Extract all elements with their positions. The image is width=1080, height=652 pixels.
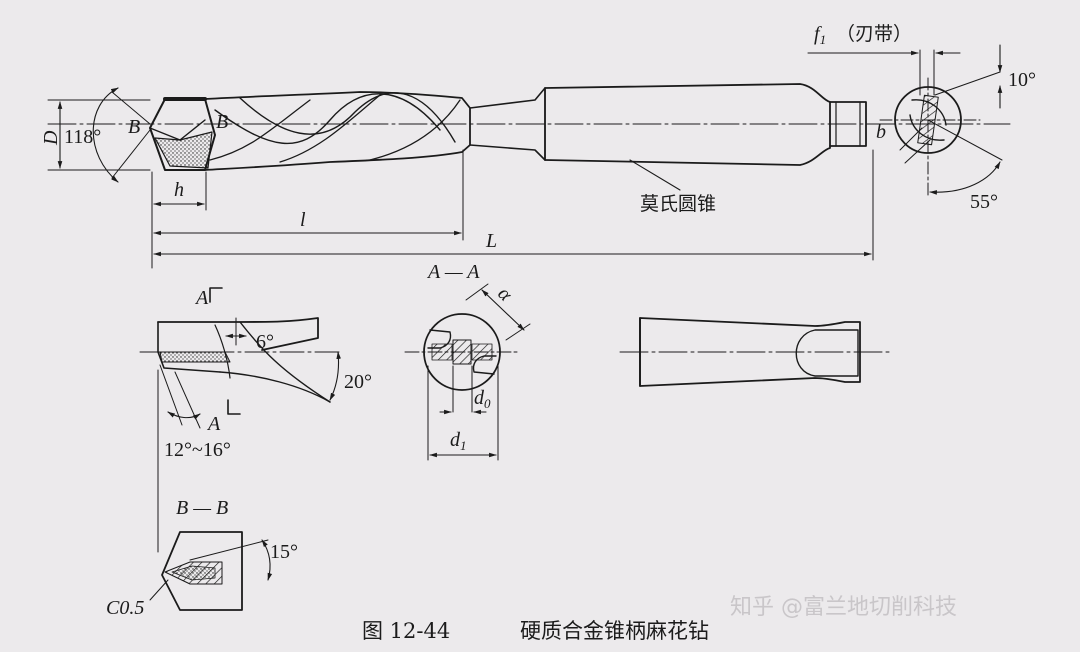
label-L: L xyxy=(485,230,497,252)
label-15deg: 15° xyxy=(270,541,298,563)
morse-taper-shank xyxy=(544,83,831,166)
figure-number: 图 12-44 xyxy=(362,619,450,643)
carbide-insert xyxy=(154,131,213,169)
label-f1: f1 xyxy=(814,23,826,47)
labels: D 118° B B h l L 莫氏圆锥 f1 （刃带） 10° b 55° … xyxy=(40,23,1036,643)
label-section-BB: B — B xyxy=(176,497,228,519)
label-l: l xyxy=(300,209,306,231)
label-h: h xyxy=(174,179,184,201)
label-A-bottom: A xyxy=(206,413,221,435)
end-view xyxy=(807,44,1003,196)
watermark: 知乎 @富兰地切削科技 xyxy=(730,595,957,620)
label-alpha: α xyxy=(493,283,516,306)
section-aa xyxy=(404,283,531,461)
tang-detail xyxy=(619,317,891,387)
flute-body xyxy=(204,91,471,171)
label-10deg: 10° xyxy=(1008,69,1036,91)
label-A-top: A xyxy=(194,287,209,309)
label-section-AA: A — A xyxy=(426,261,480,283)
label-118: 118° xyxy=(64,126,101,148)
label-12-16deg: 12°~16° xyxy=(164,439,231,461)
label-b: b xyxy=(876,121,886,143)
label-morse-taper: 莫氏圆锥 xyxy=(640,193,716,215)
label-d1: d1 xyxy=(450,429,467,453)
drill-main-view xyxy=(47,83,1011,269)
label-f1-note: （刃带） xyxy=(836,23,912,45)
tang xyxy=(829,101,867,147)
label-B-left: B xyxy=(128,116,140,138)
section-bb xyxy=(149,531,273,611)
tip-side-view xyxy=(139,287,341,553)
label-d0: d0 xyxy=(474,387,491,411)
label-55deg: 55° xyxy=(970,191,998,213)
label-D: D xyxy=(40,130,62,146)
label-C05: C0.5 xyxy=(106,597,144,619)
label-20deg: 20° xyxy=(344,371,372,393)
label-6deg: 6° xyxy=(256,331,274,353)
figure-title: 硬质合金锥柄麻花钻 xyxy=(520,619,709,643)
label-B-right: B xyxy=(216,111,228,133)
